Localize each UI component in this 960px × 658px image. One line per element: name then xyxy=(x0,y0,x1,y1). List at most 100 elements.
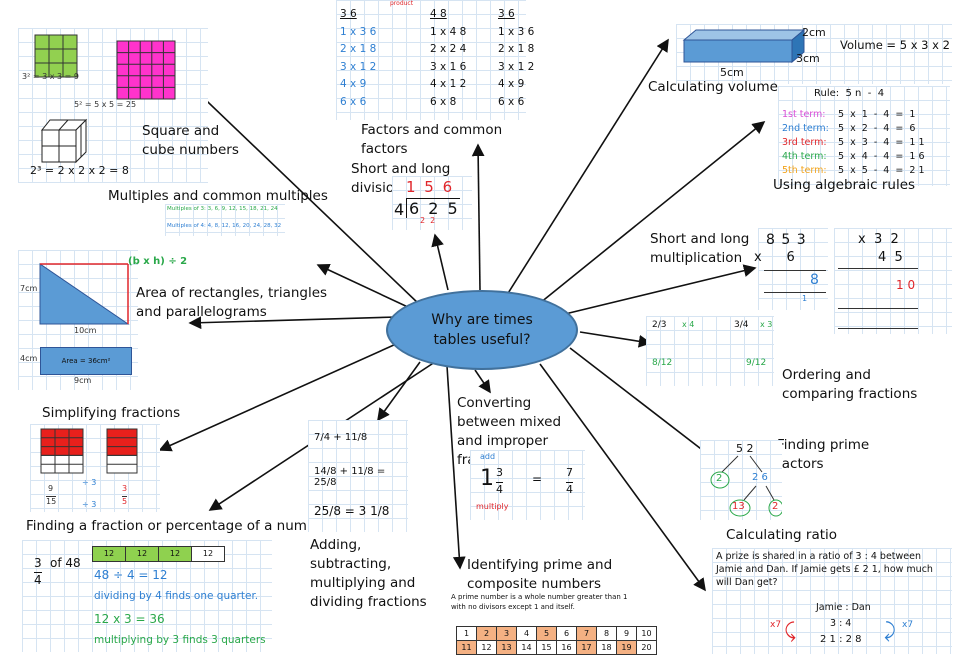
prime-grid-cell: 14 xyxy=(516,640,537,655)
algebra-term-row: 4th term:5 x 4 - 4 = 1 6 xyxy=(782,150,925,164)
topic-factors: Factors and common factors xyxy=(361,122,503,157)
cube-caption: 2³ = 2 x 2 x 2 = 8 xyxy=(30,164,129,177)
arrow-volume xyxy=(504,38,669,299)
fraction-bar-9-15 xyxy=(40,428,84,474)
short-mult-top: 8 5 3 xyxy=(766,232,807,248)
topic-prime-composite: Identifying prime and composite numbers xyxy=(467,557,613,592)
short-mult-ans: 8 xyxy=(810,272,819,288)
bar-cell-2: 12 xyxy=(126,546,159,562)
short-mult-panel: 8 5 3 x 6 8 1 xyxy=(754,228,828,310)
long-mult-line2 xyxy=(838,308,918,309)
arrow-division xyxy=(431,233,449,291)
fof-line2: dividing by 4 finds one quarter. xyxy=(94,590,259,602)
simplify-den2: 5 xyxy=(122,496,128,506)
prime-factors-panel: 5 2 2 2 6 13 2 xyxy=(700,440,782,520)
topic-adding: Adding, subtracting, multiplying and div… xyxy=(310,537,427,610)
area-panel: 7cm 10cm Area = 36cm² 4cm 9cm xyxy=(18,250,138,390)
topic-volume: Calculating volume xyxy=(648,79,778,95)
arrow-square-cube xyxy=(186,81,421,306)
factor-line: 4 x 9 xyxy=(340,78,367,90)
algebra-term-row: 2nd term:5 x 2 - 4 = 6 xyxy=(782,122,925,136)
fraction-bar-3-5 xyxy=(106,428,138,474)
algebra-rule: Rule: 5 n - 4 xyxy=(814,88,885,99)
fof-line4: multiplying by 3 finds 3 quarters xyxy=(94,634,266,646)
topic-division: Short and long division xyxy=(351,161,451,196)
ratio-panel: A prize is shared in a ratio of 3 : 4 be… xyxy=(712,548,952,654)
fof-line1: 48 ÷ 4 = 12 xyxy=(94,568,168,582)
fof-of: of 48 xyxy=(50,556,81,570)
factors-product-label: product xyxy=(390,0,414,7)
division-divisor: 4 xyxy=(394,200,405,219)
long-mult-line1 xyxy=(838,268,918,269)
central-question-text: Why are times tables useful? xyxy=(431,312,533,348)
converting-panel: add 1 3 4 = 7 4 multiply xyxy=(470,450,585,520)
prime-grid-cell: 5 xyxy=(536,626,557,641)
prime-grid-cell: 17 xyxy=(576,640,597,655)
prime-grid-cell: 7 xyxy=(576,626,597,641)
fof-den: 4 xyxy=(34,572,42,587)
ratio-x7-right: x7 xyxy=(902,620,914,630)
fof-num: 3 xyxy=(34,556,42,570)
ordering-panel: 2/3 x 4 3/4 x 3 8/12 9/12 xyxy=(646,316,774,386)
simplify-div-top: ÷ 3 xyxy=(82,478,97,487)
pf-tree xyxy=(710,455,782,517)
factor-line: 6 x 6 xyxy=(498,95,525,108)
convert-multiply: multiply xyxy=(476,502,509,511)
arrow-converting xyxy=(474,369,491,394)
algebra-term-expr: 5 x 5 - 4 = 2 1 xyxy=(838,165,925,176)
simplifying-panel: 9 15 ÷ 3 ÷ 3 3 5 xyxy=(30,424,160,512)
arrow-adding xyxy=(377,361,421,422)
long-mult-line3 xyxy=(838,328,918,329)
bar-model: 12 12 12 12 xyxy=(92,546,225,562)
ratio-names: Jamie : Dan xyxy=(816,602,871,613)
multiples-panel: Multiples of 3: 3, 6, 9, 12, 15, 18, 21,… xyxy=(165,204,285,236)
short-mult-carry: 1 xyxy=(802,294,808,303)
prime-grid-cell: 4 xyxy=(516,626,537,641)
prime-grid-cell: 10 xyxy=(636,626,657,641)
algebra-term-label: 1st term: xyxy=(782,109,826,120)
volume-panel: 2cm 3cm 5cm Volume = 5 x 3 x 2 xyxy=(676,24,952,84)
arrow-ratio xyxy=(539,363,706,592)
right-triangle xyxy=(39,263,130,325)
bar-cell-3: 12 xyxy=(159,546,192,562)
prime-grid-cell: 20 xyxy=(636,640,657,655)
factor-line: 6 x 8 xyxy=(430,95,457,108)
simplify-num1: 9 xyxy=(48,484,54,493)
convert-imp-num: 7 xyxy=(566,466,573,479)
topic-algebra: Using algebraic rules xyxy=(773,177,916,193)
factor-line: 4 8 xyxy=(430,8,447,20)
adding-row2: 14/8 + 11/8 = 25/8 xyxy=(314,466,386,488)
volume-width: 5cm xyxy=(720,66,744,79)
order-m2: x 3 xyxy=(760,320,773,329)
arrow-simplifying xyxy=(158,339,406,452)
algebra-term-expr: 5 x 4 - 4 = 1 6 xyxy=(838,151,925,162)
ratio-arrow-left: ⤹ xyxy=(784,618,796,642)
volume-depth: 3cm xyxy=(796,52,820,65)
pf-top: 5 2 xyxy=(736,442,754,455)
factor-line: 3 6 xyxy=(340,8,357,20)
algebra-term-expr: 5 x 3 - 4 = 1 1 xyxy=(838,137,925,148)
topic-ordering: Ordering and comparing fractions xyxy=(782,367,918,402)
prime-grid-cell: 8 xyxy=(596,626,617,641)
factor-line: 2 x 1 8 xyxy=(340,43,377,55)
arrow-prime-factors xyxy=(569,347,720,463)
simplify-den1: 15 xyxy=(46,496,57,506)
prime-grid-cell: 12 xyxy=(476,640,497,655)
multiples-of-3: Multiples of 3: 3, 6, 9, 12, 15, 18, 21,… xyxy=(167,206,278,212)
convert-den: 4 xyxy=(496,482,503,496)
rect-width: 9cm xyxy=(74,376,92,385)
factor-line: 3 x 1 2 xyxy=(498,60,535,73)
prime-definition: A prime number is a whole number greater… xyxy=(451,593,628,611)
pf-n4: 2 xyxy=(772,501,779,512)
algebra-term-row: 5th term:5 x 5 - 4 = 2 1 xyxy=(782,164,925,178)
factor-line: 1 x 4 8 xyxy=(430,25,467,38)
arrow-factors xyxy=(471,143,485,291)
algebra-term-label: 2nd term: xyxy=(782,123,829,134)
factor-line: 4 x 1 2 xyxy=(430,78,467,90)
prime-grid-cell: 19 xyxy=(616,640,637,655)
